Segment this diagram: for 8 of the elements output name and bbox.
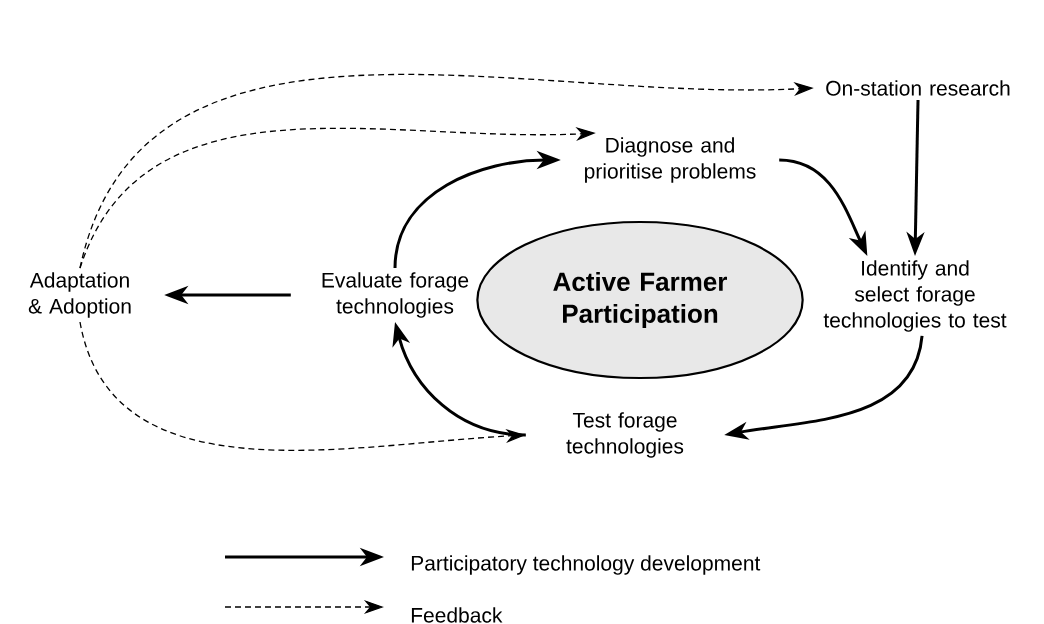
step-label: Identify and select forage technologies to test	[823, 260, 1007, 332]
step-label: Test forage technologies	[566, 412, 684, 458]
step-label: On-station research	[826, 80, 1010, 96]
step-label: Evaluate forage technologies	[322, 272, 469, 318]
legend-label: Feedback	[411, 607, 503, 623]
step-label: Adaptation & Adoption	[28, 272, 131, 318]
step-label: Diagnose and prioritise problems	[585, 137, 756, 183]
legend-label: Participatory technology development	[411, 555, 761, 575]
